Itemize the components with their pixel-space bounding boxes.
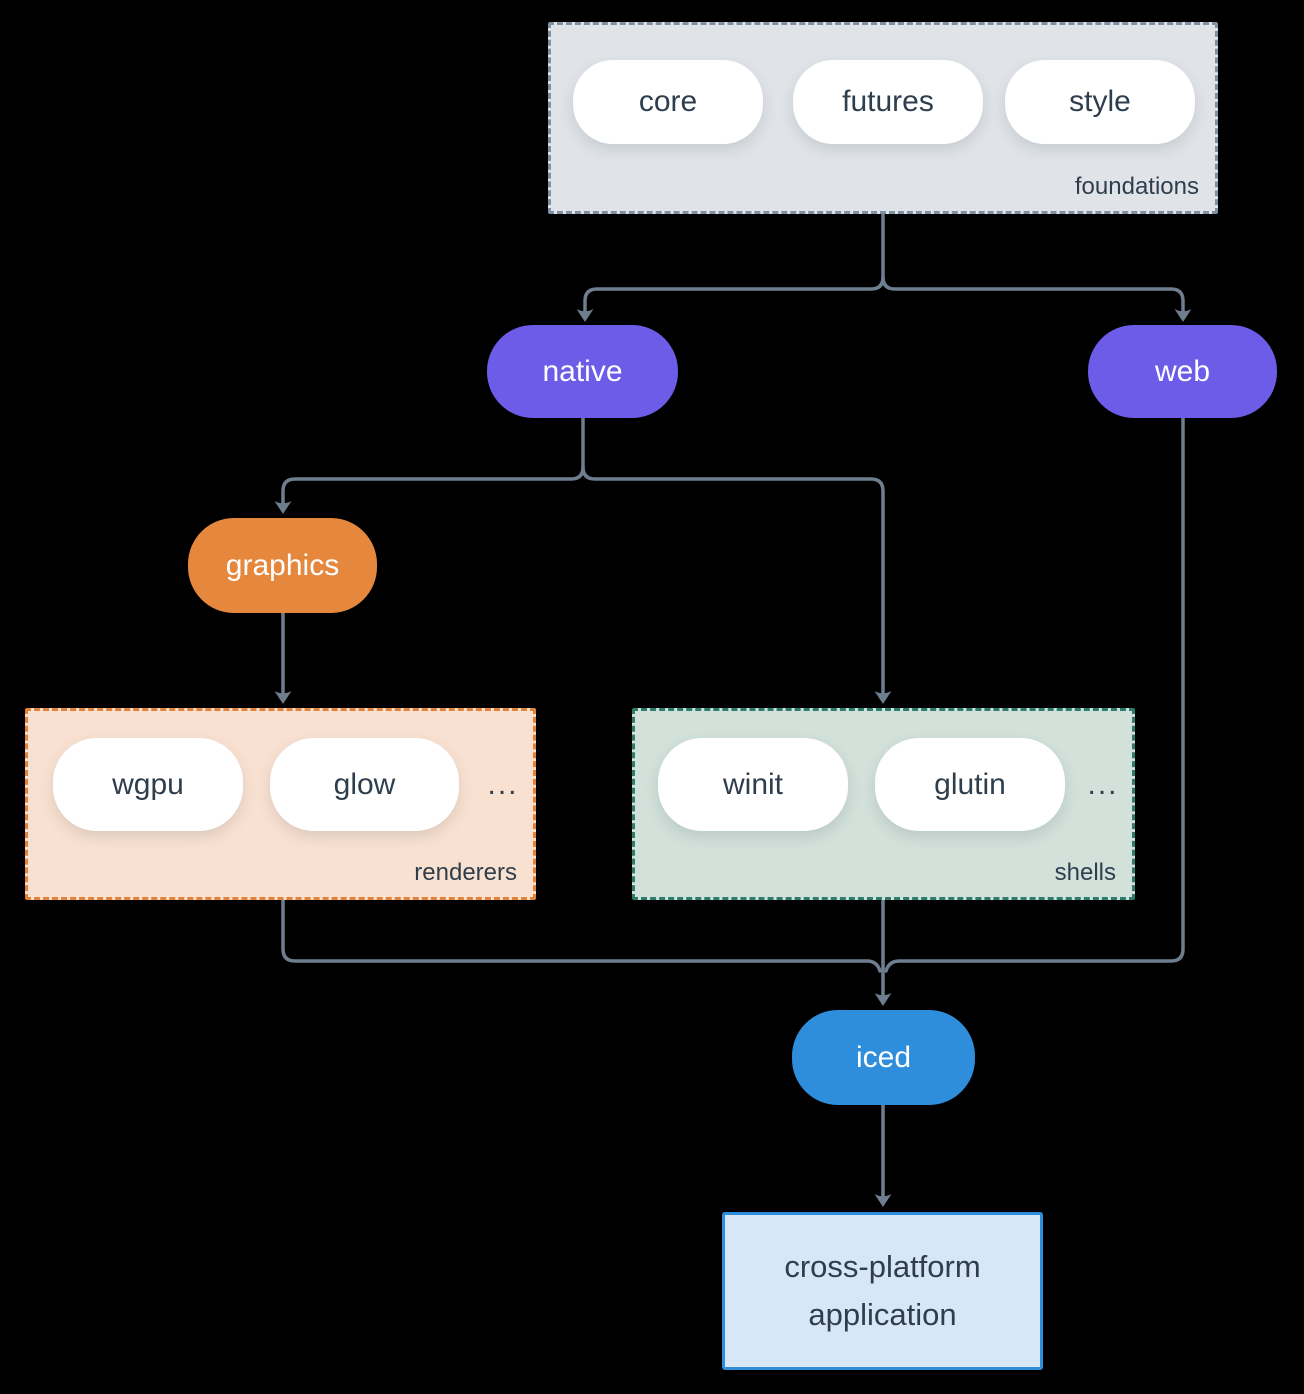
arrowhead-shells [874, 691, 892, 704]
pill-wgpu: wgpu [53, 738, 243, 831]
pill-winit: winit [658, 738, 848, 831]
node-graphics: graphics [188, 518, 377, 613]
renderers-group: wgpu glow ... renderers [25, 708, 536, 900]
pill-winit-label: winit [722, 767, 783, 801]
node-native: native [487, 325, 678, 418]
node-web-label: web [1154, 354, 1211, 388]
arrowhead-renderers [274, 691, 292, 704]
pill-wgpu-label: wgpu [112, 767, 184, 801]
edge-renderers-merge [281, 898, 882, 973]
node-graphics-label: graphics [225, 548, 340, 582]
edge-web-merge [884, 416, 1185, 973]
shells-label: shells [1054, 859, 1116, 886]
pill-glow-label: glow [333, 767, 396, 801]
foundations-group: core futures style foundations [548, 22, 1218, 214]
node-web: web [1088, 325, 1277, 418]
pill-core: core [573, 60, 763, 144]
pill-core-label: core [638, 85, 698, 118]
pill-futures-label: futures [842, 85, 934, 118]
pill-style-label: style [1069, 85, 1131, 118]
application-label: cross-platform application [784, 1248, 981, 1332]
node-native-label: native [542, 354, 623, 388]
pill-glutin: glutin [875, 738, 1065, 831]
arrowhead-web [1174, 309, 1192, 322]
edge-foundations-native [583, 213, 885, 313]
arrowhead-native [576, 309, 594, 322]
pill-futures: futures [793, 60, 983, 144]
shells-group: winit glutin ... shells [632, 708, 1135, 900]
arrowhead-iced [874, 993, 892, 1006]
pill-glow: glow [270, 738, 459, 831]
foundations-label: foundations [1074, 173, 1199, 200]
application-box: cross-platform application [722, 1212, 1043, 1370]
edge-native-shells [581, 465, 885, 695]
node-iced: iced [792, 1010, 975, 1105]
renderers-ellipsis: ... [487, 767, 519, 801]
shells-ellipsis: ... [1087, 767, 1119, 801]
renderers-label: renderers [414, 859, 517, 886]
pill-glutin-label: glutin [934, 767, 1006, 801]
pill-style: style [1005, 60, 1195, 144]
edge-foundations-web [881, 275, 1185, 313]
arrowhead-graphics [274, 501, 292, 514]
edge-native-graphics [281, 416, 585, 505]
arrowhead-application [874, 1194, 892, 1207]
node-iced-label: iced [855, 1040, 912, 1074]
